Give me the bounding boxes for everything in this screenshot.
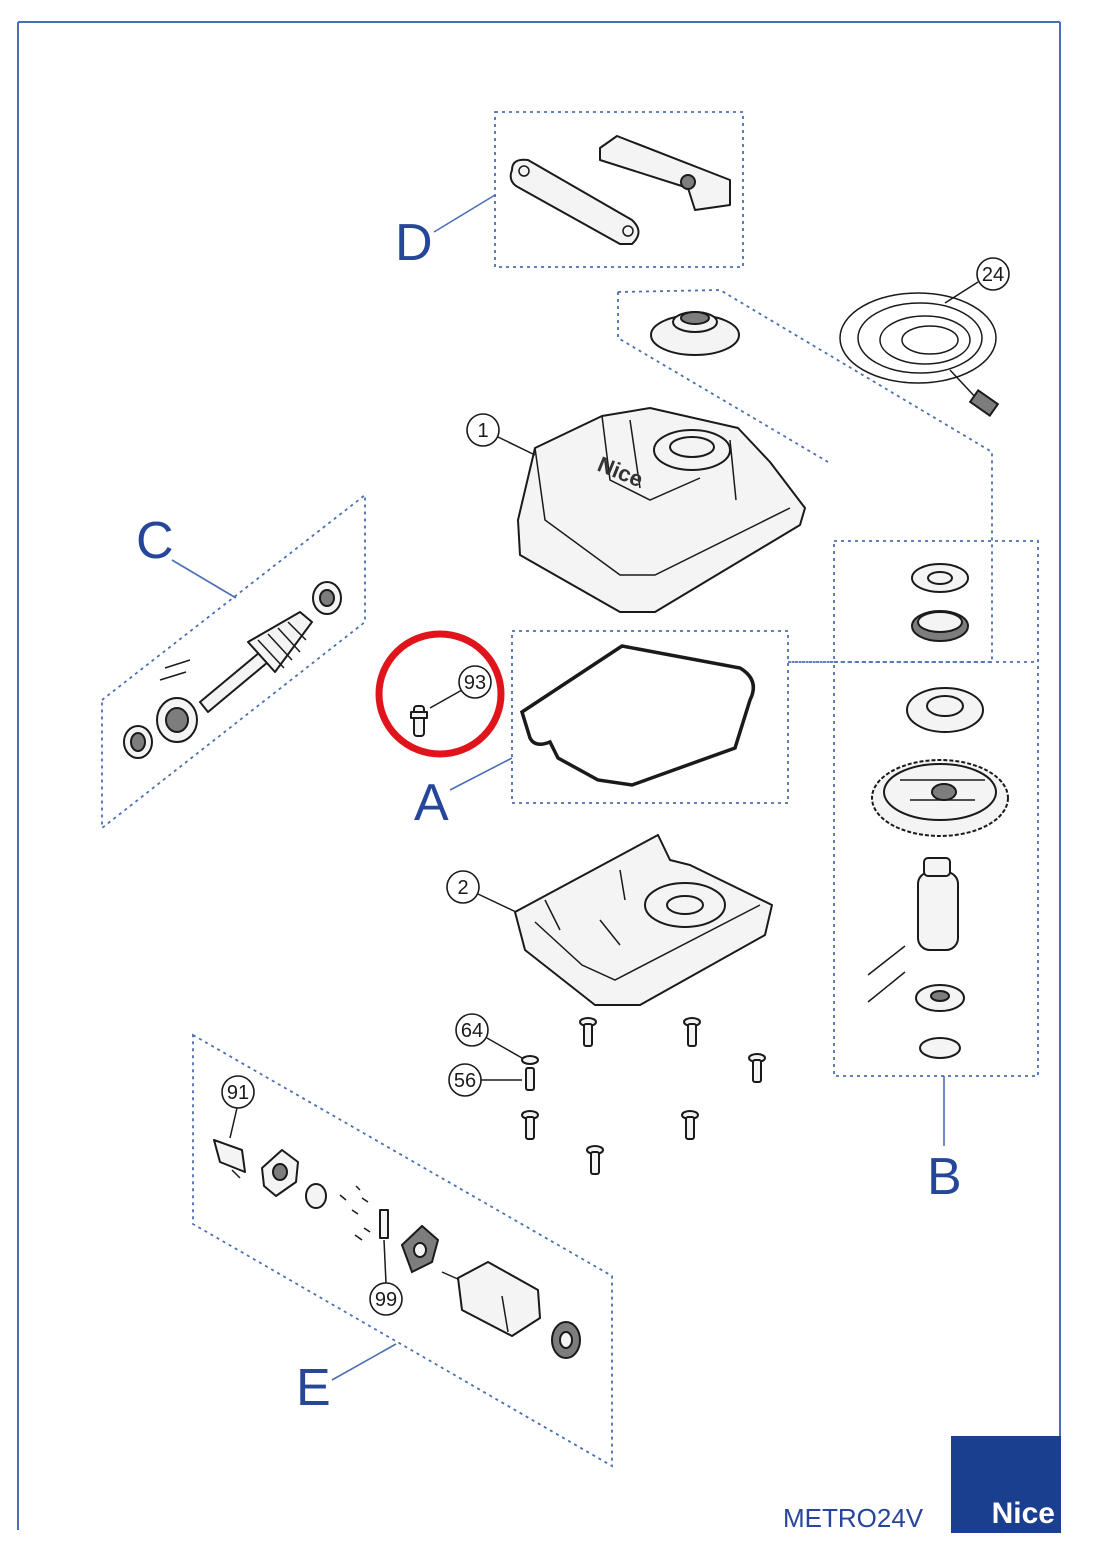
group-d-parts	[509, 135, 731, 245]
group-d-box	[433, 111, 744, 268]
group-e-box	[192, 1033, 613, 1468]
callout-number-99: 99	[375, 1289, 397, 1311]
group-label-e: E	[296, 1359, 331, 1417]
callout-56: 56	[448, 1063, 522, 1097]
model-name: METRO24V	[783, 1503, 924, 1533]
callout-number-93: 93	[464, 672, 486, 694]
gasket	[519, 644, 756, 787]
group-c-box	[101, 493, 366, 830]
cable-coil	[839, 292, 1000, 418]
pin-93	[410, 705, 428, 737]
callout-number-1: 1	[477, 420, 488, 442]
brand-name: Nice	[991, 1497, 1055, 1530]
callout-number-56: 56	[454, 1070, 476, 1092]
group-b-boxes	[788, 540, 1039, 1146]
group-label-b: B	[927, 1148, 962, 1206]
callout-91: 91	[221, 1075, 255, 1139]
callout-2: 2	[446, 870, 517, 913]
upper-housing: Nice	[517, 407, 806, 613]
nice-logo: Nice	[951, 1436, 1061, 1533]
screws	[521, 1017, 766, 1175]
group-label-d: D	[395, 214, 433, 272]
callout-24: 24	[944, 257, 1010, 304]
callout-93: 93	[429, 665, 492, 709]
page-frame	[17, 21, 1061, 1530]
callout-1: 1	[466, 413, 536, 456]
lower-housing	[514, 834, 773, 1006]
callout-number-24: 24	[982, 264, 1004, 286]
group-label-c: C	[136, 512, 174, 570]
group-e-parts	[213, 1139, 581, 1359]
top-seal	[650, 311, 740, 356]
group-label-a: A	[414, 774, 449, 832]
callout-number-64: 64	[461, 1020, 483, 1042]
group-b-parts	[867, 563, 1009, 1059]
callout-64: 64	[455, 1013, 523, 1059]
callout-number-2: 2	[457, 877, 468, 899]
highlight-ring	[375, 630, 505, 758]
group-a-box	[449, 630, 789, 804]
top-seal-box	[617, 289, 993, 663]
callout-number-91: 91	[227, 1082, 249, 1104]
callout-99: 99	[369, 1239, 403, 1316]
group-c-parts	[123, 581, 342, 759]
